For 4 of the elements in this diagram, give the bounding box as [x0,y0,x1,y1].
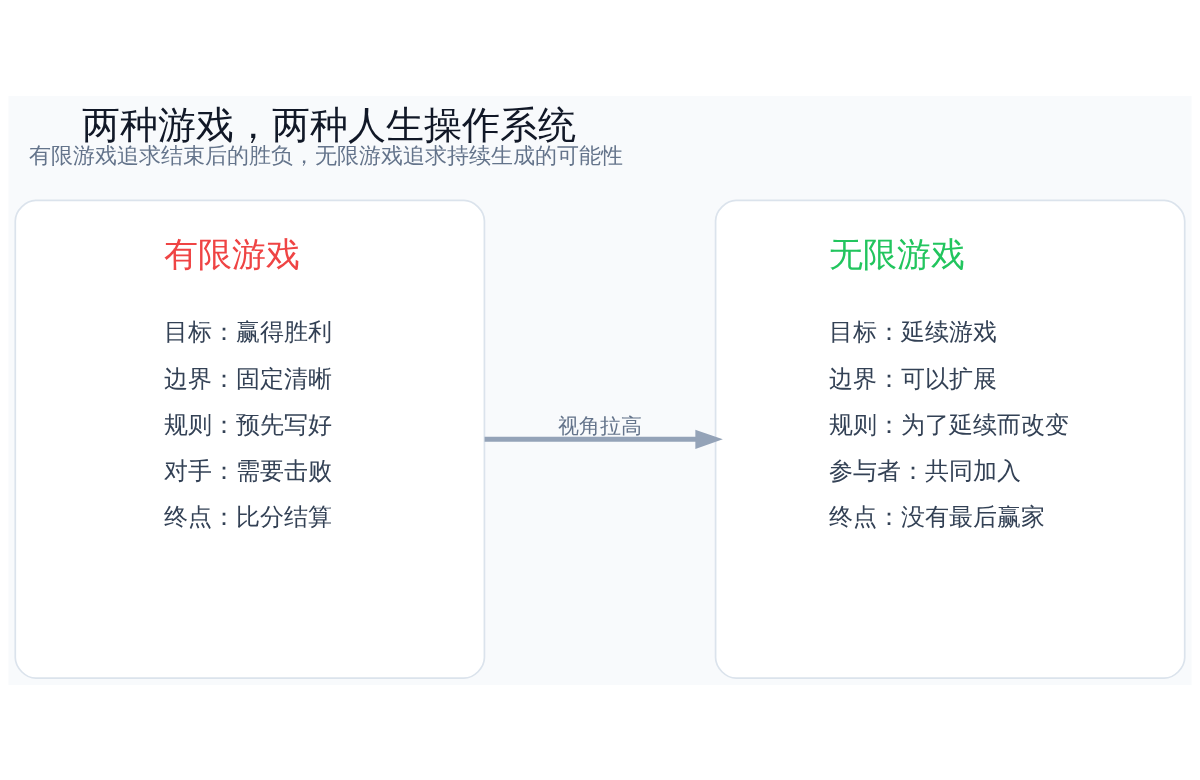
node-box: 无限游戏 目标：延续游戏 边界：可以扩展 规则：为了延续而改变 参与者：共同加入 终点：没有最后赢家 [714,199,1186,679]
node-box: 有限游戏 目标：赢得胜利 边界：固定清晰 规则：预先写好 对手：需要击败 终点：比分结算 [14,199,486,679]
edge-label: 视角拉高 [558,413,643,438]
arrow [484,429,723,449]
